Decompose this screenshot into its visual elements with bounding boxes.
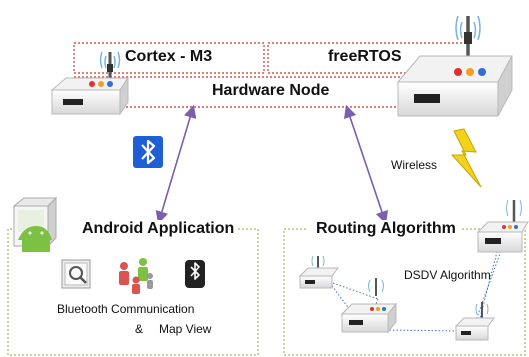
dsdv-label: DSDV Algorithm [404, 268, 491, 282]
freertos-box [267, 42, 469, 74]
hardware-node-icon-left [50, 51, 129, 116]
hardware-node-icon-right [396, 15, 513, 117]
wireless-label: Wireless [391, 158, 438, 172]
arrow-hardware-routing [343, 104, 389, 225]
routing-node-2 [340, 278, 398, 334]
cortex-label: Cortex - M3 [125, 48, 213, 65]
lightning-icon [450, 128, 482, 188]
android-caption-mapview: Map View [159, 322, 212, 336]
routing-node-4 [476, 199, 529, 253]
routing-node-1 [298, 255, 339, 289]
hardware-node-label: Hardware Node [212, 82, 330, 99]
bluetooth-icon [133, 136, 163, 168]
freertos-label: freeRTOS [328, 48, 402, 65]
android-caption-ampersand: & [135, 322, 144, 336]
routing-algorithm-title: Routing Algorithm [314, 220, 458, 238]
android-app-title: Android Application [80, 220, 237, 238]
arrow-hardware-android [155, 104, 197, 225]
people-icon [119, 258, 153, 294]
magnifier-icon [61, 259, 91, 289]
bluetooth-black-icon [185, 260, 205, 288]
cortex-box [73, 42, 265, 74]
android-icon [12, 196, 58, 252]
android-caption-line1: Bluetooth Communication [57, 302, 195, 316]
routing-node-3 [454, 302, 495, 341]
